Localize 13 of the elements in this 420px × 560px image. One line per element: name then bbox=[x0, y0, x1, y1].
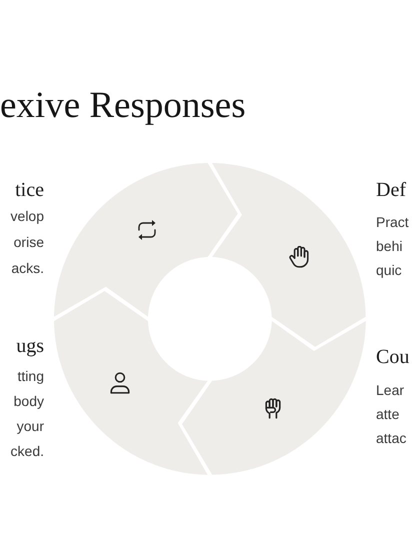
description-text: tting body your cked. bbox=[10, 367, 44, 461]
section-heading: ugs bbox=[15, 334, 44, 358]
ring-segment bbox=[182, 321, 366, 475]
diagram-title: exive Responses bbox=[0, 84, 246, 128]
section-heading: Def bbox=[376, 178, 407, 202]
description-text: Lear atte attac bbox=[376, 381, 408, 448]
ring-segment bbox=[212, 163, 366, 347]
ring-segment bbox=[54, 163, 238, 317]
ring-segment bbox=[54, 291, 208, 475]
section-heading: Cou bbox=[376, 345, 410, 369]
section-heading: tice bbox=[14, 178, 44, 202]
description-text: Pract behi quic bbox=[376, 213, 410, 280]
description-text: velop orise acks. bbox=[10, 207, 44, 278]
